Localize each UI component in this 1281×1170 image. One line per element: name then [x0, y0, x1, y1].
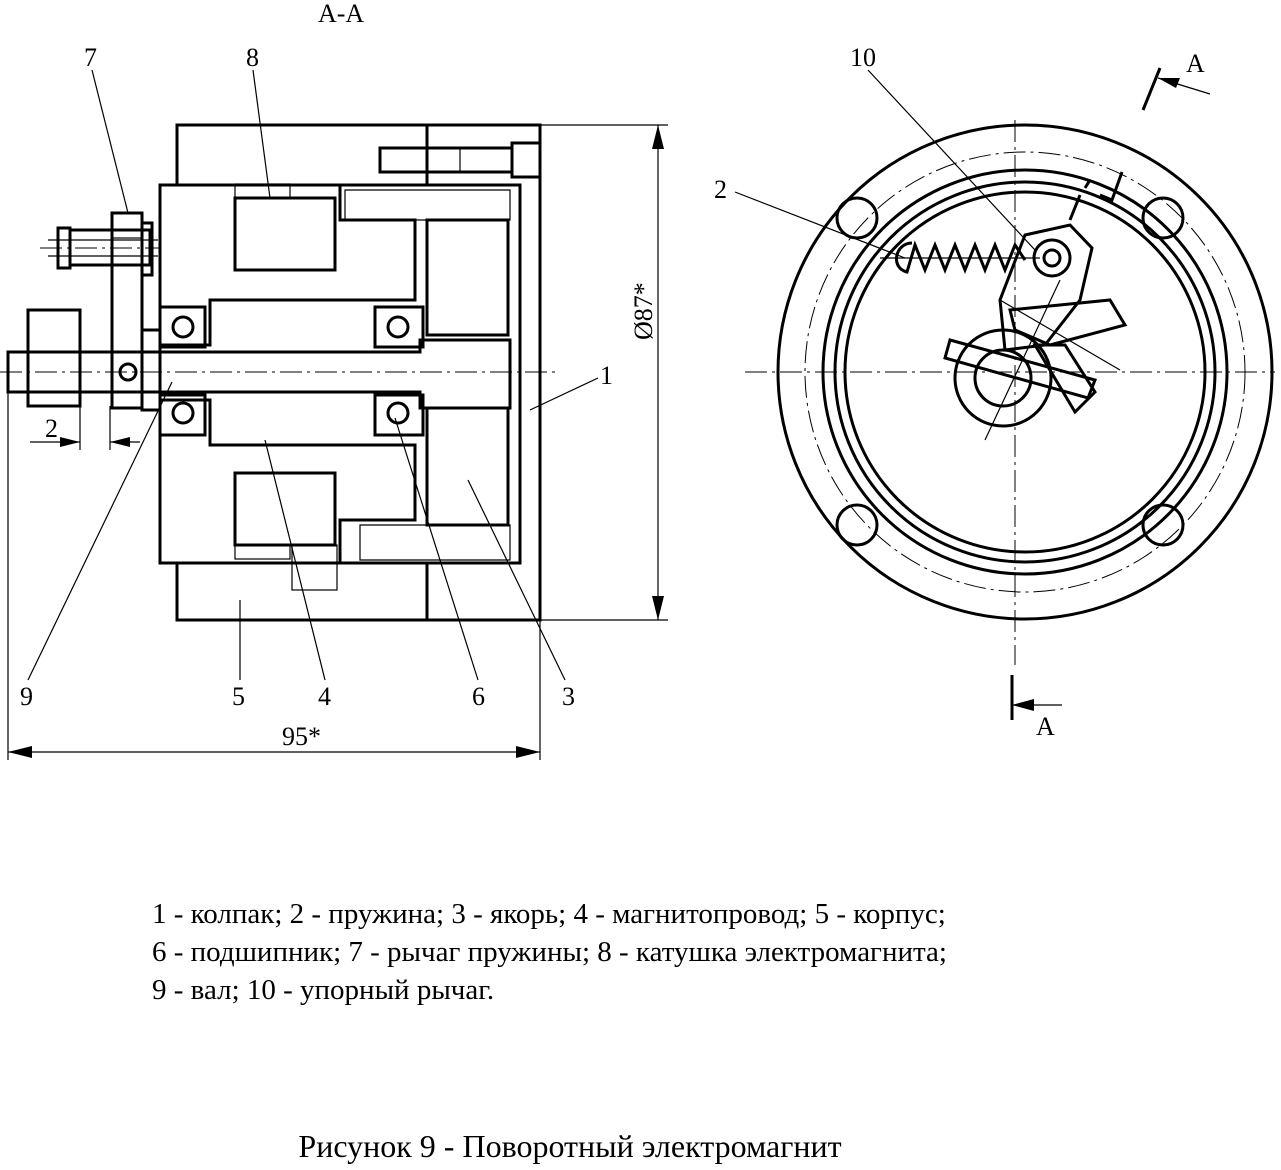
- label-8: 8: [246, 43, 259, 72]
- offset-dimension: 2: [45, 414, 58, 443]
- label-5: 5: [232, 682, 245, 711]
- label-9: 9: [20, 682, 33, 711]
- legend-line: 9 - вал; 10 - упорный рычаг.: [152, 974, 495, 1006]
- section-view: Ø87* 95* 2 А-А 7 8 1 9 5 4 6 3: [0, 0, 668, 760]
- label-7: 7: [84, 43, 97, 72]
- shaft: [6, 338, 512, 410]
- armature: [425, 218, 510, 337]
- mounting-hole: [1141, 196, 1185, 240]
- mounting-hole: [835, 503, 879, 547]
- label-10: 10: [850, 43, 876, 72]
- front-view: А А 10 2: [714, 43, 1275, 741]
- mounting-hole: [835, 196, 879, 240]
- label-1: 1: [600, 361, 613, 390]
- legend-line: 6 - подшипник; 7 - рычаг пружины; 8 - ка…: [152, 936, 947, 968]
- figure-caption: Рисунок 9 - Поворотный электромагнит: [298, 1128, 842, 1164]
- label-2: 2: [714, 175, 727, 204]
- magnetic-core: [158, 183, 417, 347]
- mounting-hole: [1141, 503, 1185, 547]
- label-3: 3: [562, 682, 575, 711]
- stop-lever: [998, 223, 1094, 352]
- section-marker-top: А: [1186, 49, 1205, 78]
- length-dimension: 95*: [282, 722, 321, 751]
- label-6: 6: [472, 682, 485, 711]
- cover: [425, 123, 542, 622]
- diameter-dimension: Ø87*: [629, 282, 658, 340]
- spring: [895, 240, 1027, 275]
- bearings: [158, 305, 425, 437]
- legend-line: 1 - колпак; 2 - пружина; 3 - якорь; 4 - …: [152, 898, 946, 930]
- housing: [175, 123, 429, 187]
- label-4: 4: [318, 682, 331, 711]
- section-label: А-А: [318, 0, 364, 28]
- coil: [233, 196, 337, 272]
- section-marker-bottom: А: [1036, 712, 1055, 741]
- legend: 1 - колпак; 2 - пружина; 3 - якорь; 4 - …: [152, 895, 1152, 1009]
